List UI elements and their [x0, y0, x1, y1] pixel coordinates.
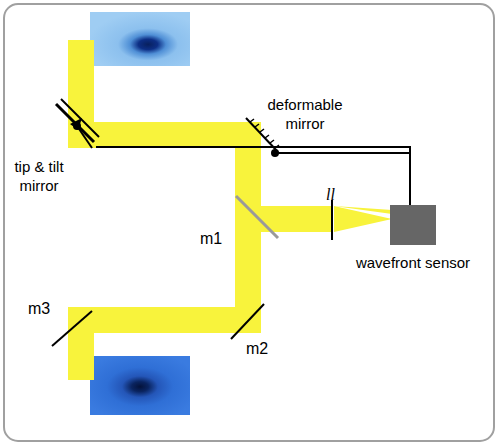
- component-label: deformable mirror: [260, 95, 350, 133]
- deformable-mirror: [250, 119, 279, 148]
- component-label: tip & tilt mirror: [3, 157, 75, 195]
- wire: [77, 126, 92, 148]
- flat-mirror: [231, 304, 264, 339]
- deformable-mirror: [246, 118, 278, 152]
- beam-splitter: [236, 196, 278, 238]
- control-wire: [96, 147, 410, 205]
- control-wire: [278, 153, 410, 205]
- component-box: wavefront sensor: [390, 205, 436, 245]
- lenslet-array: [331, 200, 333, 240]
- part-name: m2: [246, 340, 268, 358]
- part-name: m3: [28, 300, 50, 318]
- tip-tilt-mirror: [56, 104, 94, 142]
- component-label: wavefront sensor: [336, 253, 490, 272]
- component-box: deformable mirror: [244, 116, 278, 154]
- sunspot-image: [90, 12, 190, 66]
- frame: [4, 4, 494, 441]
- light-beam: [334, 206, 392, 232]
- sunspot-image: [90, 356, 190, 415]
- wire-dot: [271, 149, 279, 157]
- flat-mirror: [52, 311, 92, 346]
- light-beam: [81, 40, 248, 380]
- tip-tilt-mirror: [70, 118, 82, 130]
- part-name: m1: [200, 230, 222, 248]
- part-name: ll: [326, 186, 335, 204]
- component-box: tip & tilt mirror: [52, 102, 96, 148]
